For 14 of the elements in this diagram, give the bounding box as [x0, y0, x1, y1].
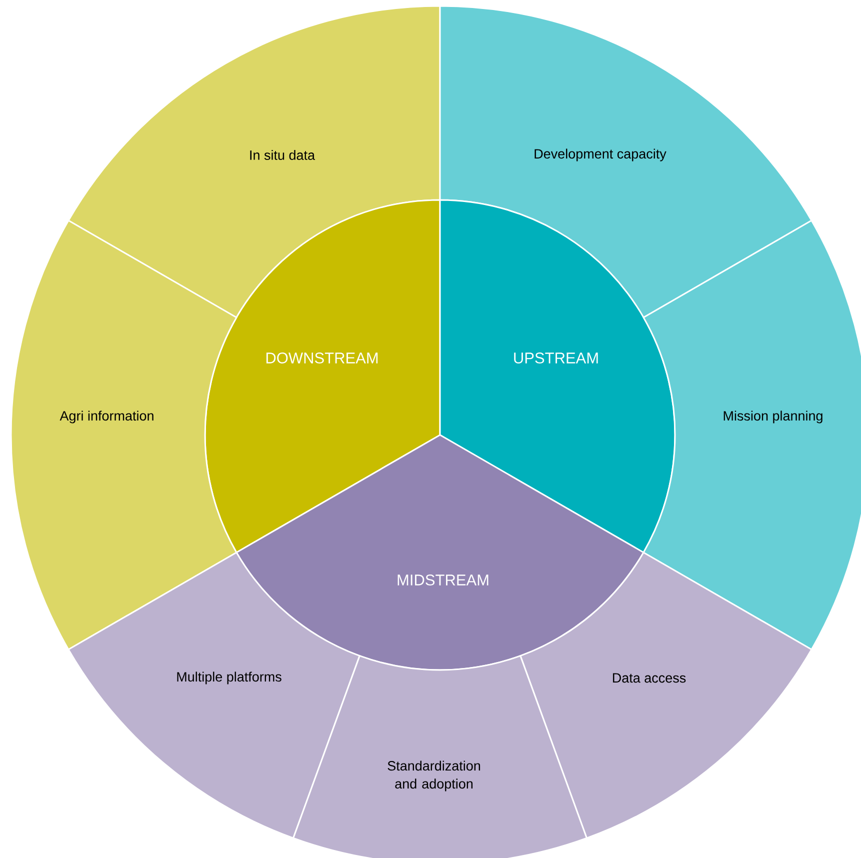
segment-band: UPSTREAM — [439, 199, 676, 554]
node-label: Data access — [612, 673, 686, 683]
ring-segment: Development capacity — [439, 5, 812, 318]
node-label: Standardization and adoption — [388, 760, 480, 792]
node-label: Mission planning — [724, 410, 822, 424]
ring-segment: Data access — [520, 552, 812, 839]
ring-segment: Mission planning — [642, 220, 861, 650]
ring-segment: In situ data — [68, 5, 441, 318]
ring-segment: Agri information — [10, 220, 238, 650]
segment-band: MIDSTREAM — [236, 434, 644, 671]
ring-segment: Multiple platforms — [68, 552, 360, 839]
ring-segment: Standardization and adoption — [292, 655, 588, 858]
segment-band: DOWNSTREAM — [204, 199, 441, 554]
node-label: Multiple platforms — [177, 672, 282, 684]
